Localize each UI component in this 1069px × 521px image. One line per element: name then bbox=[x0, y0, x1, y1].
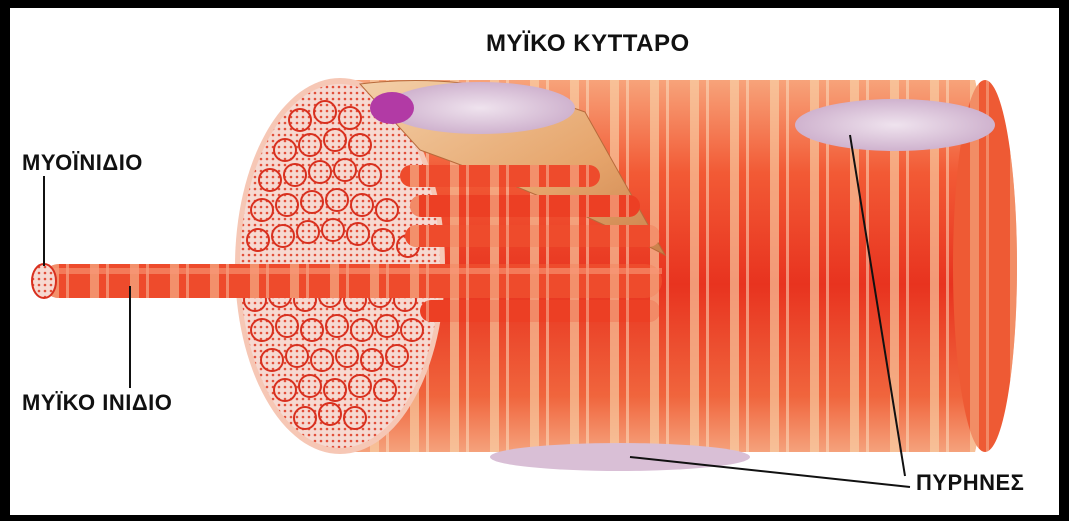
myofibril-strand bbox=[32, 264, 662, 298]
label-muscle-fiber: ΜΥΪΚΟ ΙΝΙΔΙΟ bbox=[22, 390, 172, 416]
label-myofibril: ΜΥΟΪΝΙΔΙΟ bbox=[22, 150, 143, 176]
nucleus-top-right bbox=[795, 99, 995, 151]
diagram-title: ΜΥΪΚΟ ΚΥΤΤΑΡΟ bbox=[486, 30, 690, 58]
label-nuclei: ΠΥΡΗΝΕΣ bbox=[916, 470, 1024, 496]
nucleus-bottom bbox=[490, 443, 750, 471]
leader-nucleus-bottom bbox=[630, 457, 910, 487]
